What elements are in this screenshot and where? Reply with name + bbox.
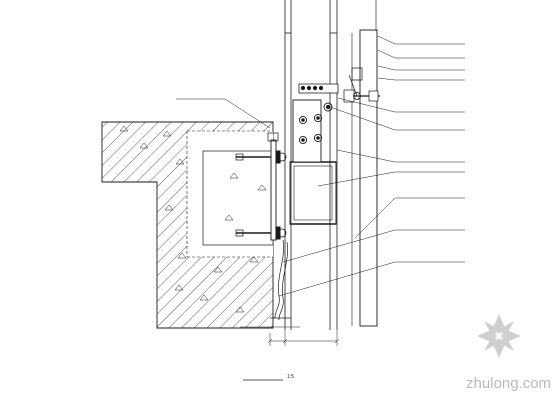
mullion-bracket (292, 83, 339, 163)
dimension-lines (240, 326, 340, 346)
watermark-text: zhulong.com (466, 375, 551, 392)
watermark: zhulong.com (466, 314, 551, 392)
drawing-scale: 1:5 (287, 374, 294, 380)
leader-lines (176, 35, 465, 297)
concrete-slab (101, 121, 274, 329)
zhulong-logo-icon (477, 314, 521, 358)
steel-angle-connector (289, 161, 337, 225)
aluminum-mullion (284, 0, 338, 330)
cladding-panel (343, 0, 380, 327)
embedded-plate-with-anchors (235, 132, 287, 241)
drawing-title-block: 1:5 (243, 374, 294, 381)
